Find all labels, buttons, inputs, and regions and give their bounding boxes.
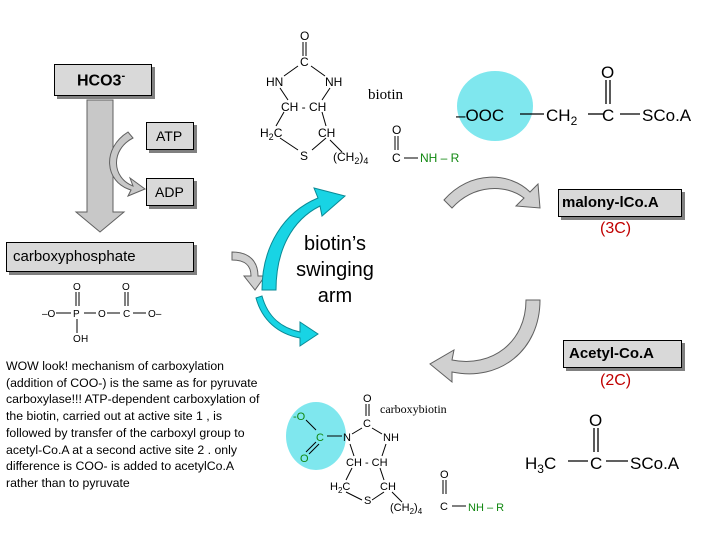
carboxy-o-minus: -O <box>293 411 306 423</box>
carboxy-c2: C <box>440 501 448 513</box>
hco3-label: HCO3 <box>77 72 122 90</box>
phosphate-o-minus-right: O– <box>148 309 162 320</box>
carboxy-c-left: C <box>316 432 324 444</box>
malonyl-ch2: CH2 <box>546 106 578 128</box>
carboxyphosphate-label: carboxyphosphate <box>13 248 136 265</box>
phosphate-h: H <box>81 334 88 345</box>
phosphate-c: C <box>123 309 130 320</box>
hco3-charge: - <box>121 70 126 82</box>
gray-arrow-upper-right <box>443 176 541 209</box>
phosphate-o-bottom: O <box>73 334 81 345</box>
adp-label: ADP <box>155 184 184 200</box>
carboxy-n: N <box>343 432 351 444</box>
malonyl-coa-box: malony-lCo.A <box>558 189 682 217</box>
acetyl-scoa: SCo.A <box>630 454 680 473</box>
explanation-note: WOW look! mechanism of carboxylation (ad… <box>6 359 260 490</box>
carboxy-o2: O <box>440 469 449 481</box>
gray-arrow-lower-right <box>429 299 541 384</box>
malonyl-o: O <box>601 63 614 82</box>
biotin-hn: HN <box>266 75 283 89</box>
biotin-s: S <box>300 149 308 163</box>
carboxy-c: C <box>363 418 371 430</box>
phosphate-p: P <box>73 309 80 320</box>
gray-down-arrow <box>74 99 126 233</box>
biotin-nh: NH <box>325 75 342 89</box>
phosphate-o-top2: O <box>122 282 130 293</box>
atp-label: ATP <box>156 128 183 144</box>
acetyl-carbon-count: (2C) <box>600 372 632 389</box>
malonyl-carbon-count: (3C) <box>600 220 632 237</box>
biotin-o: O <box>300 29 309 43</box>
malonyl-c: C <box>602 106 614 125</box>
carboxy-nhr: NH – R <box>468 502 504 514</box>
carboxyphosphate-bent-arrow <box>231 251 266 291</box>
carboxybiotin-label: carboxybiotin <box>380 402 447 416</box>
carboxy-ch2-4: (CH2)4 <box>390 502 423 516</box>
biotin-o2: O <box>392 123 401 137</box>
biotin-ch2-4: (CH2)4 <box>333 150 368 166</box>
phosphate-o-minus-left: –O <box>42 309 56 320</box>
biotin-c2: C <box>392 151 401 165</box>
malonyl-scoa: SCo.A <box>642 106 692 125</box>
carboxy-ch: CH <box>380 481 396 493</box>
carboxy-s: S <box>364 495 371 507</box>
biotin-h2c: H2C <box>260 126 283 142</box>
malonyl-coa-label: malony-lCo.A <box>562 194 659 211</box>
carboxyphosphate-box: carboxyphosphate <box>6 242 194 272</box>
carboxy-h2c: H2C <box>330 481 350 495</box>
phosphate-o-top1: O <box>73 282 81 293</box>
swinging-arm-label: biotin’s swinging arm <box>296 233 374 307</box>
atp-box: ATP <box>146 122 194 150</box>
acetyl-c: C <box>590 454 602 473</box>
malonyl-ooc: –OOC <box>456 106 504 125</box>
malonyl-carboxyl-highlight <box>457 71 533 141</box>
carboxy-nh: NH <box>383 432 399 444</box>
carboxybiotin-carboxyl-highlight <box>286 402 346 470</box>
acetyl-o: O <box>589 411 602 430</box>
acetyl-coa-box: Acetyl-Co.A <box>563 340 682 368</box>
carboxy-o-left: O <box>300 453 309 465</box>
biotin-nhr: NH – R <box>420 151 460 165</box>
cyan-arrow-upper <box>261 187 347 291</box>
acetyl-coa-label: Acetyl-Co.A <box>569 345 655 362</box>
phosphate-o-mid: O <box>98 309 106 320</box>
biotin-c: C <box>300 55 309 69</box>
carboxy-ch-ch: CH - CH <box>346 457 388 469</box>
hco3-box: HCO3- <box>54 64 152 96</box>
carboxy-o: O <box>363 393 372 405</box>
atp-adp-curved-arrow <box>109 131 147 197</box>
biotin-ch-ch: CH - CH <box>281 100 326 114</box>
biotin-label: biotin <box>368 87 404 103</box>
biotin-ch: CH <box>318 126 335 140</box>
cyan-arrow-lower <box>255 295 319 347</box>
adp-box: ADP <box>146 178 194 206</box>
acetyl-h3c: H3C <box>525 454 556 476</box>
